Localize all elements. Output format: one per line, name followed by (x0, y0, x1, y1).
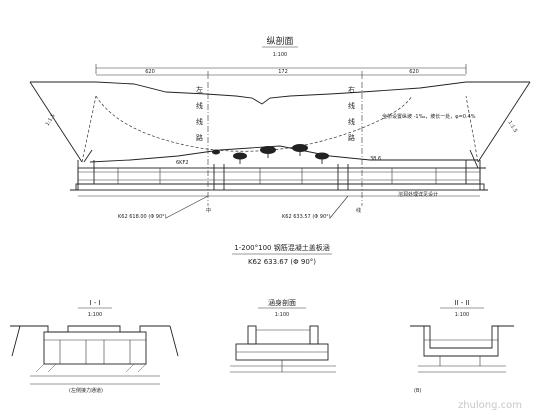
dim-top-left: 620 (145, 69, 155, 75)
s3-note: (B) (414, 388, 421, 394)
label-right-mid: 38.6 (370, 156, 381, 162)
center-right: 线 (356, 207, 361, 214)
bridge-subtitle: K62 633.67 (Φ 90°) (248, 258, 316, 266)
s2-title: 涵身剖面 (268, 298, 296, 307)
main-title: 纵剖面 (266, 35, 293, 47)
main-scale: 1:100 (273, 52, 287, 58)
label-left-mid: 6KF2 (176, 160, 189, 166)
section-1: I - I 1:100 (左侧接力通道) (10, 299, 179, 394)
dim-top-right: 620 (409, 69, 419, 75)
right-vlabel-0: 右 (348, 85, 355, 94)
note-top: 全桥设置纵坡 -1‰，坡长一处，φ=0.4% (382, 113, 476, 120)
right-vlabel-3: 路 (348, 133, 355, 142)
lower-left-label: K62 618.00 (Φ 90°) (118, 214, 167, 220)
left-vlabel-3: 路 (196, 133, 203, 142)
lower-mid-label: K62 633.57 (Φ 90°) (282, 214, 331, 220)
section-3: II - II 1:100 (B) (410, 299, 514, 394)
s3-title: II - II (454, 299, 469, 307)
s3-scale: 1:100 (455, 312, 469, 318)
left-vlabel-1: 线 (196, 101, 203, 110)
left-vlabel-0: 左 (196, 85, 203, 94)
s2-scale: 1:100 (275, 312, 289, 318)
s1-scale: 1:100 (88, 312, 102, 318)
right-vlabel-2: 线 (348, 117, 355, 126)
main-profile: 纵剖面 1:100 620 172 620 1:1.5 1:1.5 左 线 线 … (29, 35, 531, 220)
bridge-info: 1-200°100 钢筋混凝土盖板涵 K62 633.67 (Φ 90°) (232, 243, 332, 266)
shrub-group (212, 144, 329, 164)
left-vlabel-2: 线 (196, 117, 203, 126)
center-left: 中 (206, 207, 211, 214)
culvert-body: 6KF2 38.6 中 线 (70, 149, 488, 214)
slope-right-label: 1:1.5 (506, 120, 518, 134)
right-vlabel-1: 线 (348, 101, 355, 110)
section-2: 涵身剖面 1:100 (230, 298, 336, 373)
note-right: 溶洞处理详见设计 (398, 191, 438, 198)
s1-title: I - I (89, 299, 100, 307)
bridge-title: 1-200°100 钢筋混凝土盖板涵 (234, 243, 329, 252)
s1-note: (左侧接力通道) (69, 387, 103, 394)
watermark: zhulong.com (458, 400, 522, 411)
dim-top-mid: 172 (278, 69, 288, 75)
